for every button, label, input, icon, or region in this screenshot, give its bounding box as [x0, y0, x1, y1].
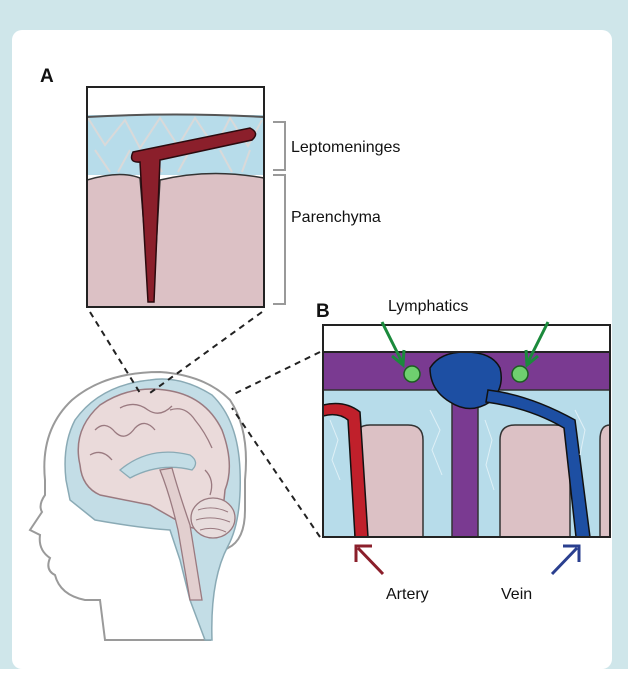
- lymphatic-vessel: [512, 366, 528, 382]
- lymphatic-vessel: [404, 366, 420, 382]
- vein-label: Vein: [501, 586, 532, 603]
- artery-label: Artery: [386, 586, 429, 603]
- panel-b-label: B: [316, 301, 330, 322]
- leptomeninges-label: Leptomeninges: [291, 139, 400, 156]
- panel-b-top-strip: [323, 325, 610, 352]
- parenchyma-tissue: [87, 173, 264, 307]
- lymphatics-label: Lymphatics: [388, 298, 468, 315]
- parenchyma-column: [500, 425, 570, 537]
- panel-a-label: A: [40, 66, 54, 87]
- panel-a-inset: [87, 87, 264, 307]
- panel-b-inset: [323, 325, 610, 537]
- parenchyma-label: Parenchyma: [291, 209, 381, 226]
